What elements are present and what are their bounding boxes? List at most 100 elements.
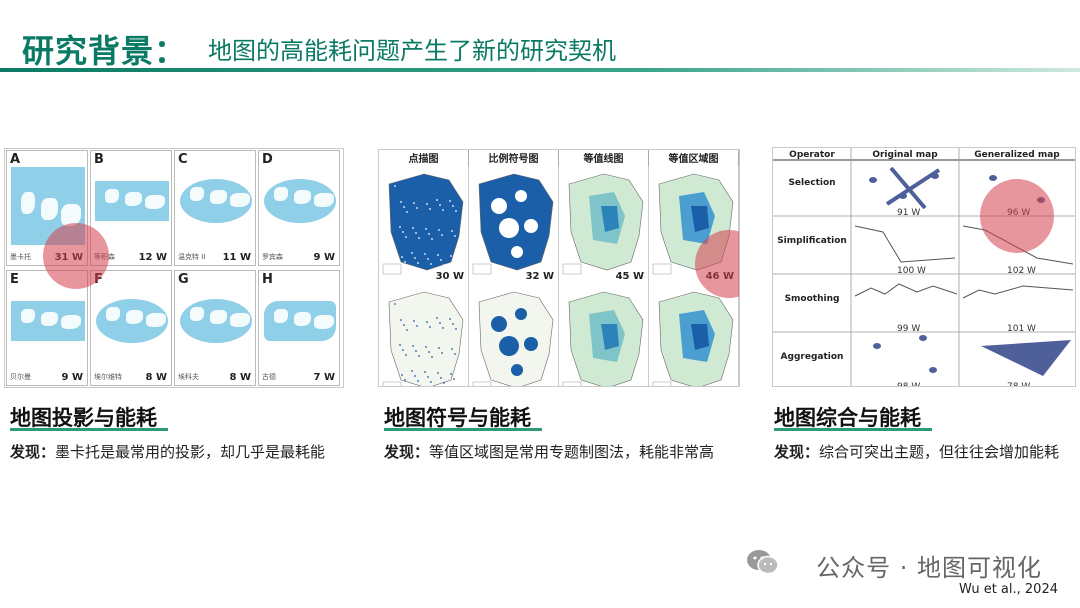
dot-symbol [455,328,457,330]
generalization-column-header: Operator [789,150,835,160]
finding-text: 等值区域图是常用专题制图法，耗能非常高 [429,443,715,461]
dot-symbol [442,327,444,329]
operator-label: Selection [788,178,836,188]
symbol-map-cell: 42 W [649,284,739,386]
cell-letter: G [178,272,189,287]
landmass [146,313,166,327]
projection-heading: 地图投影与能耗 [10,406,157,430]
dot-symbol [428,233,430,235]
world-map [11,167,85,245]
dot-symbol [437,254,439,256]
projection-name: 埃尔维特 [94,373,122,381]
generalization-column-header: Generalized map [974,150,1060,160]
cell-letter: A [10,152,21,167]
projection-heading-underline [10,428,168,431]
dot-symbol [454,353,456,355]
thematic-map [472,291,554,386]
aggregated-area [981,340,1071,376]
landmass [314,315,334,329]
dot-symbol [452,323,454,325]
power-value: 8 W [229,372,251,383]
proportional-symbol [499,336,519,356]
world-map [180,299,252,343]
dot-symbol [443,264,445,266]
dot-symbol [400,201,402,203]
generalization-heading-underline [774,428,932,431]
projection-name: 罗宾森 [262,253,283,261]
generalized-power: 102 W [1007,266,1036,276]
dot-symbol [417,262,419,264]
proportional-symbol [491,316,507,332]
dot-symbol [441,352,443,354]
landmass [274,309,288,323]
landmass [274,187,288,201]
projection-cell: A墨卡托31 W [6,150,88,266]
dot-symbol [394,303,396,305]
world-map [264,179,336,223]
dot-symbol [437,372,439,374]
operator-label: Smoothing [784,294,840,304]
symbol-column-header: 等值区域图 [649,150,739,166]
dot-symbol [416,207,418,209]
value-zone [601,206,619,232]
symbol-column-header: 等值线图 [559,150,649,166]
dot-symbol [417,380,419,382]
dot-symbol [442,209,444,211]
dot-symbol [415,232,417,234]
dot-symbol [411,252,413,254]
dot-symbol [404,261,406,263]
landmass [145,195,165,209]
map-legend [562,381,582,386]
map-feature [869,177,877,183]
table-rule [885,168,941,206]
title-divider [0,68,1080,72]
projection-name: 温克特 II [178,253,206,261]
projection-name: 埃科夫 [178,373,199,381]
dot-symbol [406,211,408,213]
dot-symbol [436,199,438,201]
symbol-map-cell: 30 W [379,166,469,284]
world-map [180,179,252,223]
landmass [230,193,250,207]
finding-label: 发现： [10,443,56,461]
value-zone [691,324,709,350]
finding-label: 发现： [384,443,430,461]
original-power: 98 W [897,382,921,387]
proportional-symbol [515,190,527,202]
dot-symbol [453,260,455,262]
wechat-icon [747,550,779,575]
proportional-symbol [524,337,538,351]
dot-symbol [414,375,416,377]
power-value: 30 W [435,271,464,282]
landmass [294,190,311,204]
value-zone [601,324,619,350]
landmass [61,204,81,226]
dot-symbol [454,235,456,237]
cell-letter: E [10,272,19,287]
generalization-heading: 地图综合与能耗 [774,406,921,430]
dot-symbol [450,255,452,257]
dot-symbol [413,202,415,204]
citation: Wu et al., 2024 [958,582,1058,597]
projection-name: 贝尔曼 [10,373,31,381]
map-feature [989,175,997,181]
world-map [96,299,168,343]
landmass [41,198,58,220]
projection-finding: 发现：墨卡托是最常用的投影，却几乎是最耗能 [10,441,325,462]
finding-label: 发现： [774,443,820,461]
landmass [314,193,334,207]
dot-symbol [415,350,417,352]
dot-symbol [428,351,430,353]
dot-symbol [405,236,407,238]
symbol-map-cell: 32 W [469,166,559,284]
finding-text: 综合可突出主题，但往往会增加能耗 [819,443,1060,461]
landmass [41,312,58,326]
thematic-map [382,173,464,275]
map-legend [472,263,492,275]
proportional-symbol [499,218,519,238]
dot-symbol [401,374,403,376]
